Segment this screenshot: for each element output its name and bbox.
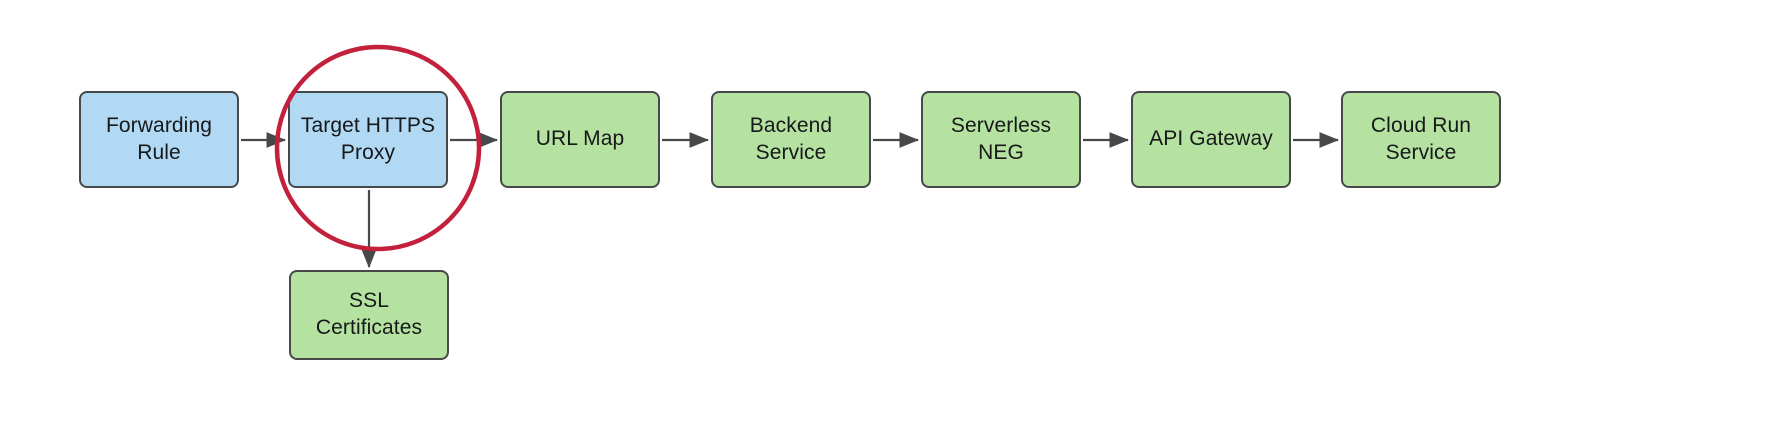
node-backend-service[interactable]: Backend Service xyxy=(711,91,871,188)
node-cloud-run-service[interactable]: Cloud Run Service xyxy=(1341,91,1501,188)
node-label: Target HTTPS Proxy xyxy=(300,113,436,164)
node-label: Cloud Run Service xyxy=(1370,113,1472,164)
node-label: URL Map xyxy=(535,127,625,151)
highlight-circle-annotation xyxy=(274,44,482,252)
node-label: SSL Certificates xyxy=(315,289,423,339)
node-ssl-certificates[interactable]: SSL Certificates xyxy=(289,270,449,360)
node-target-https-proxy[interactable]: Target HTTPS Proxy xyxy=(288,91,448,188)
node-api-gateway[interactable]: API Gateway xyxy=(1131,91,1291,188)
node-label: Serverless NEG xyxy=(950,113,1052,164)
node-url-map[interactable]: URL Map xyxy=(500,91,660,188)
node-serverless-neg[interactable]: Serverless NEG xyxy=(921,91,1081,188)
node-label: Backend Service xyxy=(749,113,833,164)
node-label: Forwarding Rule xyxy=(105,113,213,164)
node-label: API Gateway xyxy=(1149,127,1273,151)
node-forwarding-rule[interactable]: Forwarding Rule xyxy=(79,91,239,188)
